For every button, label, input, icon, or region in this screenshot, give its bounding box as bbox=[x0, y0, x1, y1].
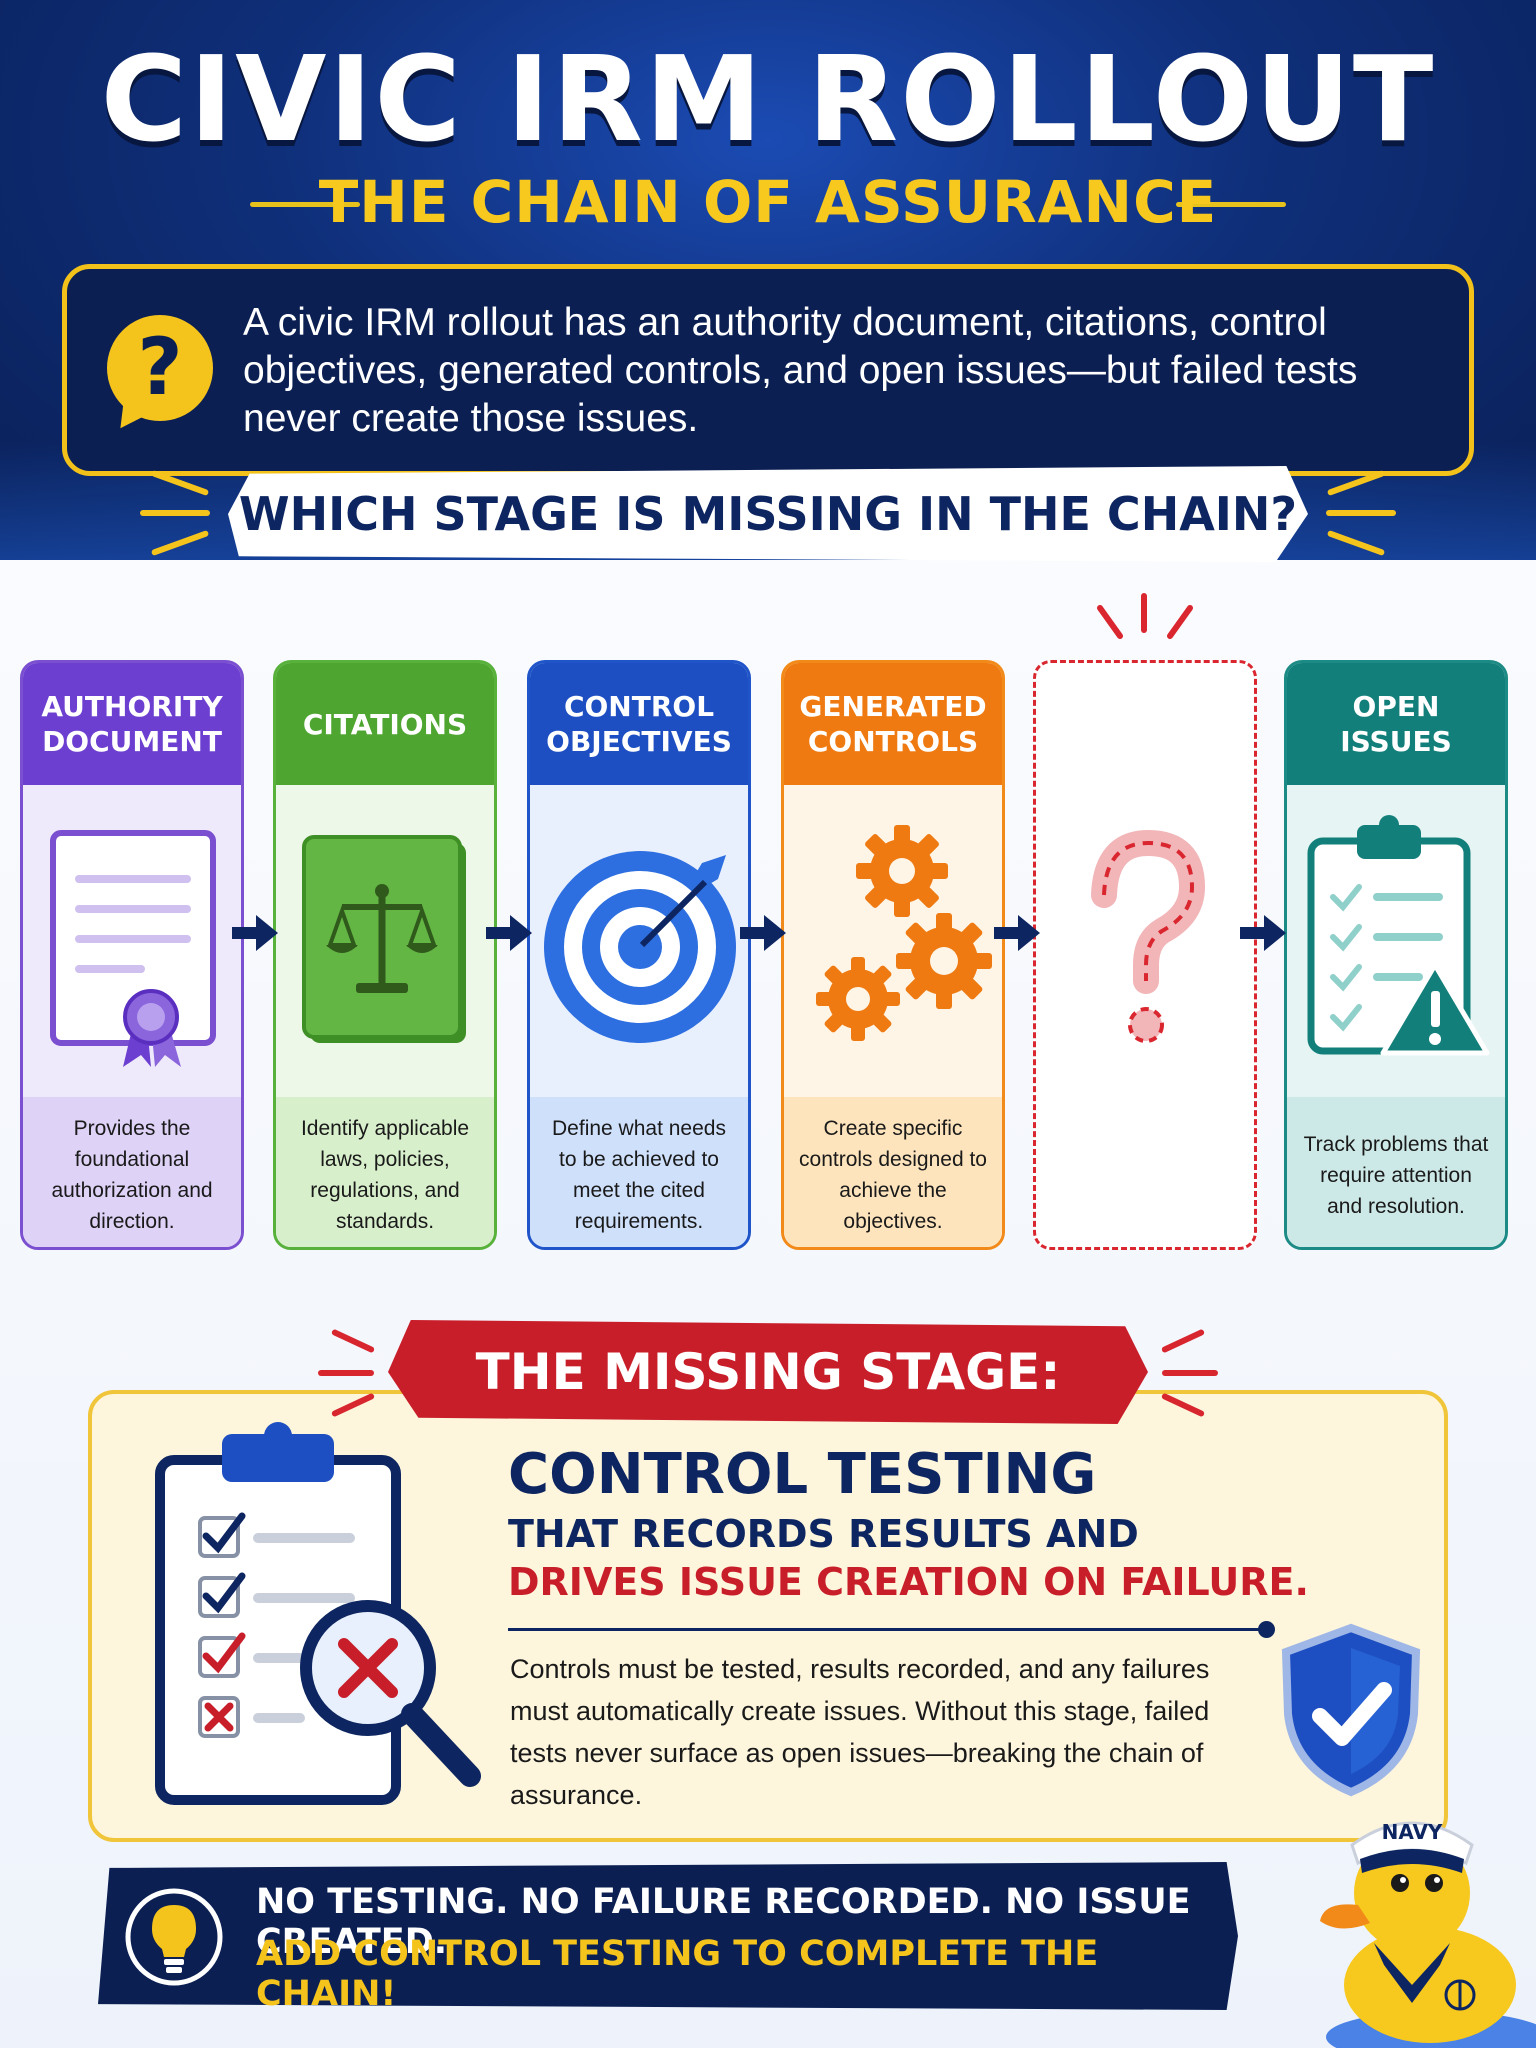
chain-arrow-icon bbox=[994, 915, 1040, 951]
prompt-text: WHICH STAGE IS MISSING IN THE CHAIN? bbox=[238, 487, 1298, 541]
stage-title: CITATIONS bbox=[276, 663, 494, 785]
missing-stage-title: CONTROL TESTING bbox=[508, 1442, 1097, 1507]
subtitle-row: THE CHAIN OF ASSURANCE bbox=[0, 168, 1536, 238]
shield-check-icon bbox=[1281, 1623, 1421, 1797]
missing-stage-heading: THE MISSING STAGE: bbox=[475, 1343, 1061, 1401]
stage-card-citations: CITATIONS Identify applicable laws, poli… bbox=[273, 660, 497, 1250]
gears-icon bbox=[784, 785, 1002, 1097]
stage-card-generated-controls: GENERATED CONTROLS bbox=[781, 660, 1005, 1250]
question-text: A civic IRM rollout has an authority doc… bbox=[243, 301, 1358, 440]
ray-left-2 bbox=[318, 1370, 374, 1376]
ray-left-1 bbox=[330, 1328, 376, 1354]
footer-banner bbox=[98, 1862, 1238, 2010]
ray-right-1 bbox=[1160, 1328, 1206, 1354]
target-icon bbox=[530, 785, 748, 1097]
stage-description: Provides the foundational authorization … bbox=[23, 1097, 241, 1247]
chain-arrow-icon bbox=[486, 915, 532, 951]
missing-stage-body: Controls must be tested, results recorde… bbox=[510, 1654, 1210, 1810]
divider bbox=[508, 1628, 1268, 1631]
question-bubble-icon: ? bbox=[107, 315, 213, 421]
mascot-hat-label: NAVY bbox=[1382, 1820, 1443, 1844]
lightbulb-icon bbox=[125, 1888, 223, 1986]
page-subtitle: THE CHAIN OF ASSURANCE bbox=[318, 168, 1218, 236]
stage-description: Define what needs to be achieved to meet… bbox=[530, 1097, 748, 1247]
stage-card-missing bbox=[1033, 660, 1257, 1250]
ray-right-2 bbox=[1326, 510, 1396, 516]
stage-description: Create specific controls designed to ach… bbox=[784, 1097, 1002, 1247]
alert-burst-icon bbox=[1097, 593, 1193, 639]
navy-duck-mascot: NAVY bbox=[1320, 1820, 1536, 2048]
divider-dot bbox=[1258, 1621, 1275, 1638]
stage-card-open-issues: OPEN ISSUES Track problems that require … bbox=[1284, 660, 1508, 1250]
missing-stage-subtitle-1: THAT RECORDS RESULTS AND bbox=[508, 1512, 1139, 1556]
footer-line-1: NO TESTING. NO FAILURE RECORDED. NO ISSU… bbox=[256, 1882, 1191, 1962]
subtitle-line-right bbox=[1176, 202, 1286, 207]
clipboard-warning-icon bbox=[1287, 785, 1505, 1097]
stage-title: CONTROL OBJECTIVES bbox=[530, 663, 748, 785]
subtitle-line-left bbox=[250, 202, 360, 207]
missing-stage-banner bbox=[388, 1320, 1148, 1424]
stage-description: Track problems that require attention an… bbox=[1287, 1097, 1505, 1247]
question-mark-icon bbox=[1036, 785, 1254, 1097]
prompt-banner bbox=[228, 466, 1308, 562]
scales-book-icon bbox=[276, 785, 494, 1097]
stage-card-control-objectives: CONTROL OBJECTIVES Define what needs to … bbox=[527, 660, 751, 1250]
certificate-icon bbox=[23, 785, 241, 1097]
stage-card-authority-document: AUTHORITY DOCUMENT Provides the foundati… bbox=[20, 660, 244, 1250]
test-clipboard-icon bbox=[155, 1422, 481, 1805]
chain-arrow-icon bbox=[1240, 915, 1286, 951]
stage-title: GENERATED CONTROLS bbox=[784, 663, 1002, 785]
chain-arrow-icon bbox=[232, 915, 278, 951]
page-title: CIVIC IRM ROLLOUT bbox=[100, 30, 1436, 168]
missing-stage-subtitle-2: DRIVES ISSUE CREATION ON FAILURE. bbox=[508, 1560, 1309, 1604]
ray-left-2 bbox=[140, 510, 210, 516]
footer-line-2: ADD CONTROL TESTING TO COMPLETE THE CHAI… bbox=[256, 1934, 1099, 2014]
stage-title: OPEN ISSUES bbox=[1287, 663, 1505, 785]
ray-right-2 bbox=[1162, 1370, 1218, 1376]
question-box: ? A civic IRM rollout has an authority d… bbox=[62, 264, 1474, 476]
chain-arrow-icon bbox=[740, 915, 786, 951]
stage-title: AUTHORITY DOCUMENT bbox=[23, 663, 241, 785]
stage-description: Identify applicable laws, policies, regu… bbox=[276, 1097, 494, 1247]
